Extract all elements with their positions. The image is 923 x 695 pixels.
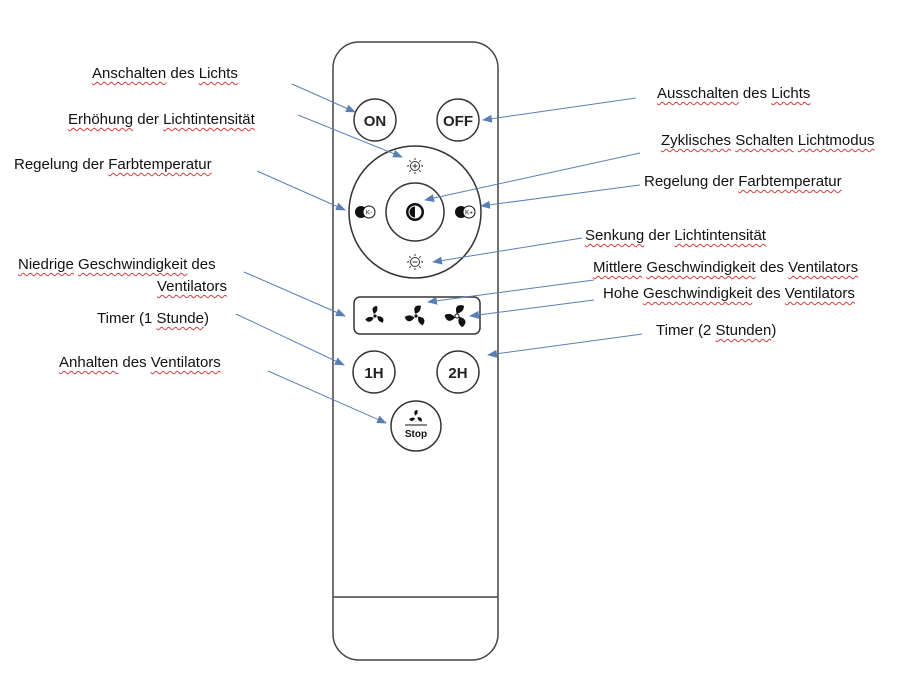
sun-plus-icon[interactable] — [407, 158, 423, 174]
fan-high-icon[interactable] — [444, 304, 468, 328]
arrow-sun-plus — [297, 114, 403, 158]
timer-1h-label: 1H — [364, 365, 383, 382]
label-erhoehung: Erhöhung der Lichtintensität — [68, 111, 255, 128]
label-anhalten: Anhalten des Ventilators — [59, 354, 221, 371]
stop-label: Stop — [405, 429, 427, 440]
fan-medium-icon[interactable] — [404, 305, 427, 326]
label-regelung-left: Regelung der Farbtemperatur — [14, 156, 212, 173]
fan-stop-icon — [409, 410, 422, 422]
color-temp-minus-button[interactable]: K- — [355, 205, 376, 219]
off-label: OFF — [443, 113, 473, 130]
arrow-fan-high — [469, 299, 595, 319]
label-niedrige-line1: Niedrige Geschwindigkeit des — [18, 256, 216, 273]
fan-low-icon[interactable] — [365, 306, 385, 323]
label-ausschalten: Ausschalten des Lichts — [657, 85, 811, 102]
color-temp-plus-button[interactable]: K+ — [455, 205, 476, 219]
label-niedrige-line2: Ventilators — [157, 278, 228, 295]
label-zyklisch: Zyklisches Schalten Lichtmodus — [661, 132, 875, 149]
k-minus-label: K- — [366, 210, 373, 217]
label-regelung-right: Regelung der Farbtemperatur — [644, 173, 842, 190]
label-senkung: Senkung der Lichtintensität — [585, 227, 766, 244]
arrow-timer-1h — [235, 313, 345, 366]
label-hohe: Hohe Geschwindigkeit des Ventilators — [603, 285, 855, 302]
fan-stop-button[interactable]: Stop — [390, 400, 442, 452]
arrow-fan-low — [243, 271, 346, 317]
arrow-fan-medium — [427, 279, 595, 305]
off-button[interactable]: OFF — [436, 98, 480, 142]
timer-2h-label: 2H — [448, 365, 467, 382]
sun-minus-icon[interactable] — [407, 254, 423, 270]
arrow-timer-2h — [487, 333, 643, 358]
on-button[interactable]: ON — [353, 98, 397, 142]
arrow-mode — [424, 152, 641, 202]
arrow-off — [482, 97, 637, 123]
on-label: ON — [364, 113, 387, 130]
light-mode-icon — [406, 203, 424, 221]
label-timer-2: Timer (2 Stunden) — [656, 322, 777, 339]
arrow-on — [291, 83, 356, 113]
callout-arrows — [235, 83, 643, 424]
arrow-sun-minus — [432, 237, 583, 265]
k-plus-label: K+ — [465, 210, 473, 217]
arrow-stop — [267, 370, 387, 424]
arrow-k-minus — [256, 170, 346, 211]
label-anschalten: Anschalten des Lichts — [92, 65, 238, 82]
timer-1h-button[interactable]: 1H — [352, 350, 396, 394]
timer-2h-button[interactable]: 2H — [436, 350, 480, 394]
arrow-k-plus — [480, 184, 641, 209]
label-timer-1: Timer (1 Stunde) — [97, 310, 209, 327]
label-mittlere: Mittlere Geschwindigkeit des Ventilators — [593, 259, 859, 276]
